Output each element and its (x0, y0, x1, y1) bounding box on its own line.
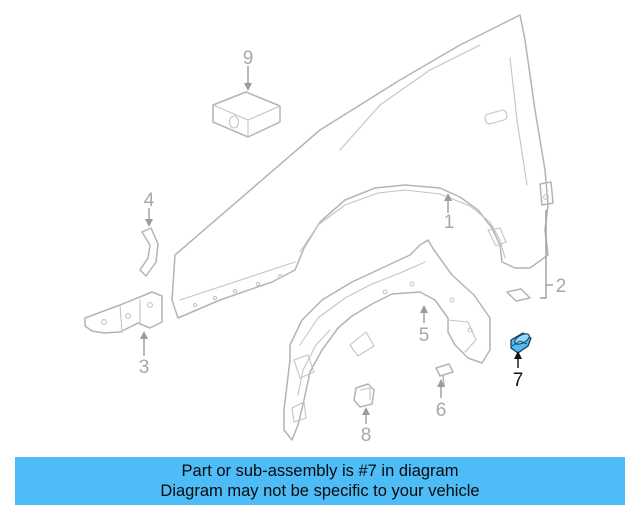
callout-4: 4 (144, 190, 155, 211)
callout-6: 6 (436, 400, 447, 421)
leader-lines (140, 66, 553, 424)
banner-disclaimer-line: Diagram may not be specific to your vehi… (160, 482, 480, 500)
screw (435, 363, 454, 387)
seal-strip (139, 227, 159, 277)
callout-2: 2 (556, 276, 567, 297)
callout-3: 3 (139, 357, 150, 378)
fender-liner (283, 239, 491, 441)
fender-clips (506, 181, 554, 302)
fender-panel (171, 14, 549, 319)
clip-nut (353, 383, 375, 408)
info-banner: Part or sub-assembly is #7 in diagram Di… (15, 457, 625, 505)
push-clip-highlighted[interactable] (510, 332, 532, 354)
exploded-parts-diagram: 1 2 3 4 5 6 7 8 9 (84, 14, 567, 446)
callout-9: 9 (243, 48, 254, 69)
callout-1: 1 (444, 212, 455, 233)
callout-8: 8 (361, 425, 372, 446)
insulator-pad (212, 91, 281, 138)
callout-5: 5 (419, 325, 430, 346)
fender-bracket (84, 291, 163, 334)
banner-part-line: Part or sub-assembly is #7 in diagram (181, 462, 459, 480)
callout-7: 7 (513, 370, 524, 391)
